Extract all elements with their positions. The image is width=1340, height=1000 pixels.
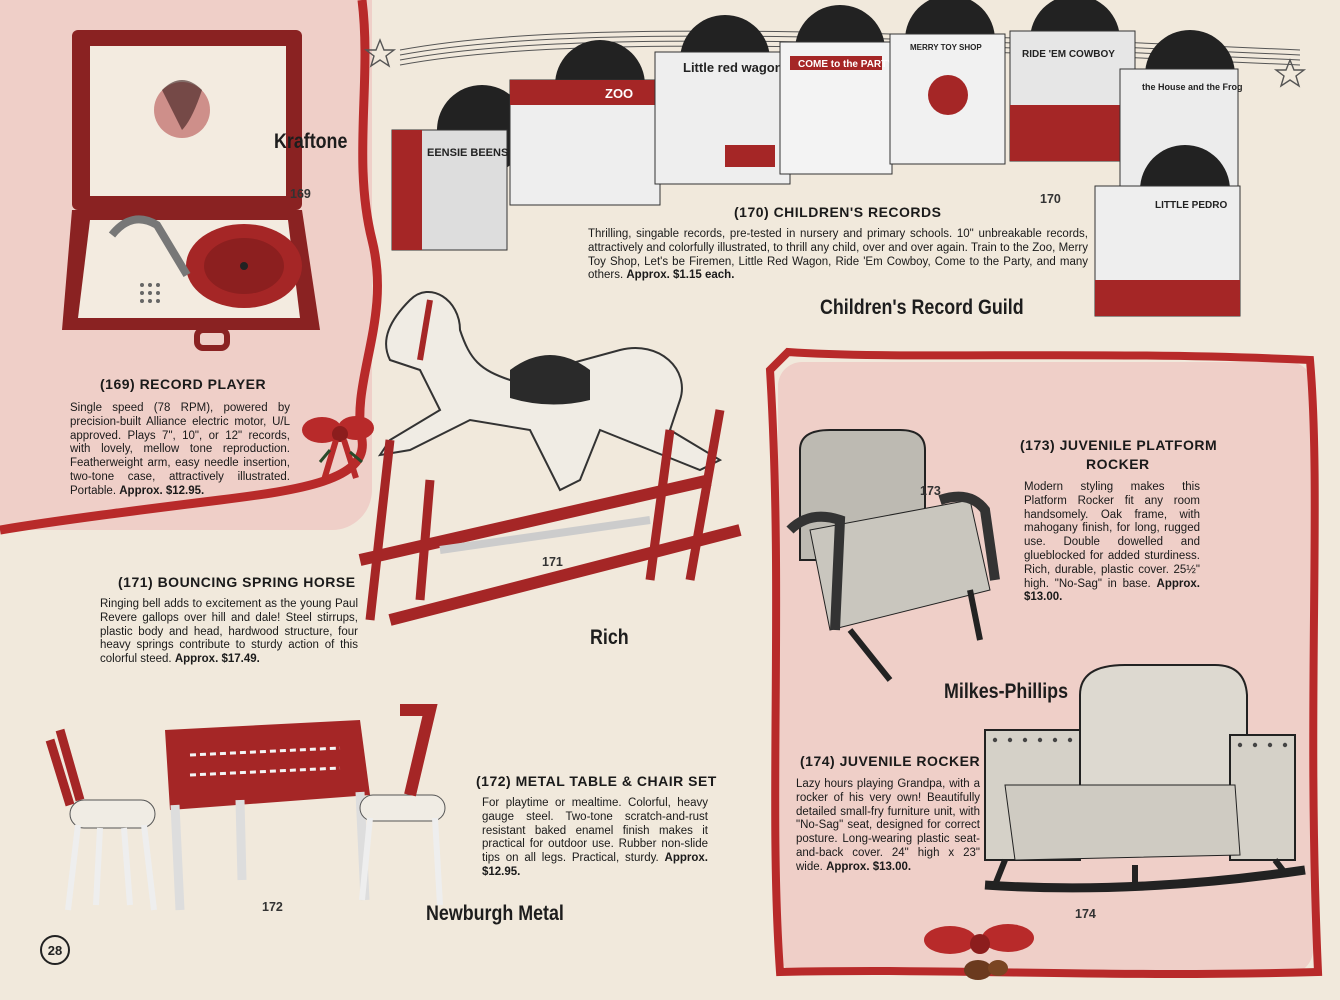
record-cover-7: LITTLE PEDRO xyxy=(1094,145,1241,317)
price-169: Approx. $12.95. xyxy=(119,484,205,497)
title-170: (170) CHILDREN'S RECORDS xyxy=(734,204,942,220)
item-number-174: 174 xyxy=(1075,907,1096,921)
record-cover-4-label: MERRY TOY SHOP xyxy=(910,43,982,52)
record-cover-3: COME to the PARTY xyxy=(779,5,894,175)
item-number-170: 170 xyxy=(1040,192,1061,206)
brand-newburgh: Newburgh Metal xyxy=(426,902,564,925)
record-cover-1: ZOO xyxy=(509,40,661,206)
title-171: (171) BOUNCING SPRING HORSE xyxy=(118,574,356,590)
title-173-line1: (173) JUVENILE PLATFORM xyxy=(1020,437,1218,453)
spring-horse-image xyxy=(358,290,742,626)
price-173: Approx. $13.00. xyxy=(1024,577,1200,604)
record-cover-7-label: LITTLE PEDRO xyxy=(1155,200,1227,211)
brand-kraftone: Kraftone xyxy=(274,130,348,153)
item-number-172: 172 xyxy=(262,900,283,914)
record-cover-3-label: COME to the PARTY xyxy=(798,59,894,70)
desc-174: Lazy hours playing Grandpa, with a rocke… xyxy=(796,778,980,875)
price-174: Approx. $13.00. xyxy=(826,860,912,873)
record-cover-4: MERRY TOY SHOP xyxy=(889,0,1006,165)
record-player-image xyxy=(62,30,320,351)
record-cover-5: RIDE 'EM COWBOY xyxy=(1009,0,1136,162)
platform-rocker-image xyxy=(786,429,1000,682)
desc-170: Thrilling, singable records, pre-tested … xyxy=(588,228,1088,283)
desc-171: Ringing bell adds to excitement as the y… xyxy=(100,598,358,667)
price-170: Approx. $1.15 each. xyxy=(626,269,735,282)
price-171: Approx. $17.49. xyxy=(174,653,260,666)
desc-172-text: For playtime or mealtime. Colorful, heav… xyxy=(482,797,708,865)
title-172: (172) METAL TABLE & CHAIR SET xyxy=(476,773,717,789)
desc-172: For playtime or mealtime. Colorful, heav… xyxy=(482,797,708,880)
price-172: Approx. $12.95. xyxy=(482,852,708,878)
brand-milkes-phillips: Milkes-Phillips xyxy=(944,680,1068,703)
desc-173-text: Modern styling makes this Platform Rocke… xyxy=(1024,481,1200,590)
record-cover-2-label: Little red wagon xyxy=(683,60,783,75)
record-cover-1-label: ZOO xyxy=(605,86,633,101)
table-chair-set-image xyxy=(45,704,446,911)
juvenile-rocker-image xyxy=(984,664,1306,893)
record-cover-6-label: the House and the Frog xyxy=(1142,82,1243,92)
title-169: (169) RECORD PLAYER xyxy=(100,376,267,392)
desc-171-text: Ringing bell adds to excitement as the y… xyxy=(100,598,358,666)
desc-173: Modern styling makes this Platform Rocke… xyxy=(1024,481,1200,605)
record-cover-6: the House and the Frog xyxy=(1119,30,1243,195)
bow-bottom-icon xyxy=(924,924,1034,980)
brand-crg: Children's Record Guild xyxy=(820,296,1024,319)
item-number-169: 169 xyxy=(290,187,311,201)
brand-rich: Rich xyxy=(590,626,629,649)
item-number-171: 171 xyxy=(542,555,563,569)
desc-169-text: Single speed (78 RPM), powered by precis… xyxy=(70,402,290,497)
bow-icon xyxy=(302,416,374,481)
record-cover-0: EENSIE BEENSIE SPIDER xyxy=(391,85,563,251)
desc-170-text: Thrilling, singable records, pre-tested … xyxy=(588,228,1088,282)
desc-169: Single speed (78 RPM), powered by precis… xyxy=(70,402,290,499)
desc-174-text: Lazy hours playing Grandpa, with a rocke… xyxy=(796,778,980,873)
title-173-line2: ROCKER xyxy=(1086,456,1150,472)
title-174: (174) JUVENILE ROCKER xyxy=(800,753,981,769)
page-number: 28 xyxy=(40,935,70,965)
record-cover-5-label: RIDE 'EM COWBOY xyxy=(1022,49,1115,60)
item-number-173: 173 xyxy=(920,484,941,498)
record-cover-2: Little red wagon xyxy=(654,15,791,185)
